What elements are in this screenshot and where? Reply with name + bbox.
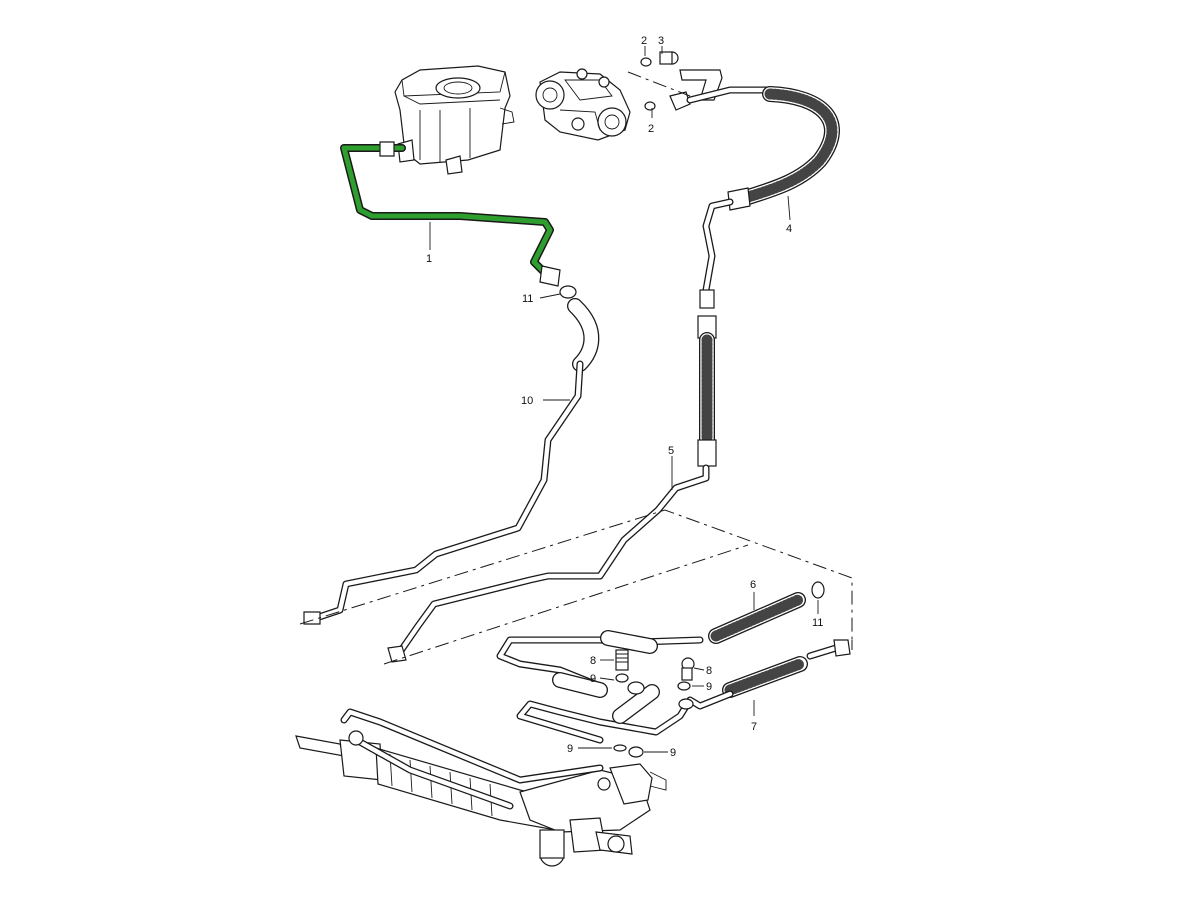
callout-9-lower-right[interactable]: 9 [670,747,676,759]
connection-dash-lines [299,509,853,665]
pressure-hose-4[interactable] [686,86,840,467]
callout-8-right[interactable]: 8 [706,665,712,677]
return-hose-10[interactable] [303,298,600,625]
callout-labels: 1 2 3 2 4 11 10 5 6 11 8 9 8 9 7 9 9 [426,35,823,759]
callout-9-right[interactable]: 9 [706,681,712,693]
callout-9-left[interactable]: 9 [590,673,596,685]
return-hose-1[interactable] [340,141,561,287]
hose-6[interactable] [496,592,806,698]
clamp-11-lower[interactable] [811,581,825,599]
banjo-bolt-8-left[interactable] [615,649,629,671]
callout-leaders [429,46,819,753]
callout-11-upper[interactable]: 11 [522,293,533,305]
hose-7[interactable] [516,639,851,744]
fluid-reservoir[interactable] [394,65,515,175]
callout-8-left[interactable]: 8 [590,655,596,667]
pressure-tube-5[interactable] [387,464,710,663]
callout-2-lower[interactable]: 2 [648,123,654,135]
washer-9-left[interactable] [615,673,645,695]
steering-pump[interactable] [535,68,631,141]
pressure-line-bracket[interactable] [627,51,723,111]
callout-3[interactable]: 3 [658,35,664,47]
washer-9-lower[interactable] [613,744,644,758]
washer-9-right[interactable] [677,681,694,710]
callout-6[interactable]: 6 [750,579,756,591]
callout-1[interactable]: 1 [426,253,432,265]
callout-4[interactable]: 4 [786,223,792,235]
callout-10[interactable]: 10 [521,395,533,407]
callout-11-lower[interactable]: 11 [812,617,823,629]
banjo-bolt-8-right[interactable] [681,657,695,681]
clamp-11-upper[interactable] [559,285,577,299]
callout-5[interactable]: 5 [668,445,674,457]
callout-7[interactable]: 7 [751,721,757,733]
callout-9-lower-left[interactable]: 9 [567,743,573,755]
steering-rack[interactable] [295,708,667,867]
callout-2-upper[interactable]: 2 [641,35,647,47]
